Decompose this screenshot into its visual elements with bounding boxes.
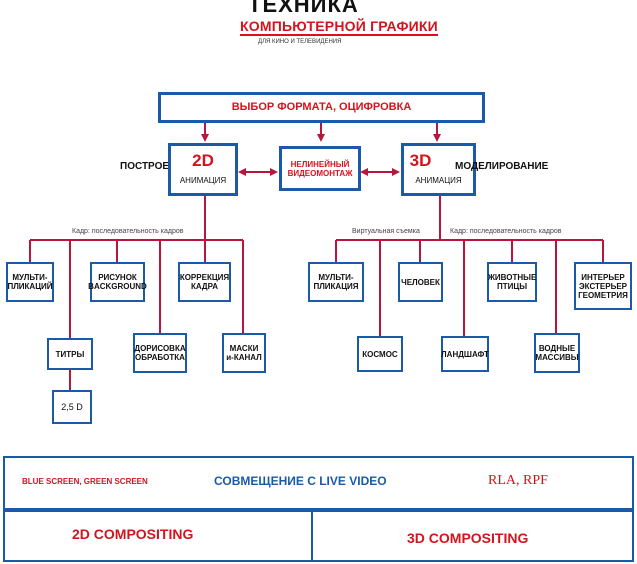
rla-label: RLA, RPF — [488, 473, 548, 488]
header-caption: ДЛЯ КИНО И ТЕЛЕВИДЕНИЯ — [258, 39, 342, 45]
compositing-3d-label: 3D COMPOSITING — [407, 530, 529, 546]
branch-3d-box: 3D АНИМАЦИЯ — [401, 143, 476, 196]
branch-2d-sub: АНИМАЦИЯ — [179, 176, 227, 185]
live-video-band — [3, 456, 634, 510]
label-virtual: Виртуальная съемка — [352, 228, 420, 235]
box-3d-interior-l3: ГЕОМЕТРИЯ — [578, 290, 628, 300]
box-3d-multi-l2: ПЛИКАЦИЯ — [313, 282, 359, 291]
box-3d-water-l2: МАССИВЫ — [535, 353, 579, 362]
nonlinear-box: НЕЛИНЕЙНЫЙ ВИДЕОМОНТАЖ — [279, 146, 361, 191]
label-left-frames: Кадр: последовательность кадров — [72, 228, 184, 235]
box-3d-interior-l2: ЭКСТЕРЬЕР — [578, 281, 628, 291]
compositing-2d-label: 2D COMPOSITING — [72, 526, 194, 542]
box-3d-animals-l1: ЖИВОТНЫЕ — [487, 273, 537, 282]
live-video-label: СОВМЕЩЕНИЕ С LIVE VIDEO — [214, 474, 387, 488]
branch-3d-big: 3D — [409, 151, 432, 170]
box-2d-masks: МАСКИ и-КАНАЛ — [222, 333, 266, 373]
box-2d-correction: КОРРЕКЦИЯ КАДРА — [178, 262, 231, 302]
box-3d-water-l1: ВОДНЫЕ — [538, 344, 576, 353]
nonlinear-line1: НЕЛИНЕЙНЫЙ — [290, 159, 350, 169]
box-3d-interior: ИНТЕРЬЕР ЭКСТЕРЬЕР ГЕОМЕТРИЯ — [574, 262, 632, 310]
box-3d-space-l1: КОСМОС — [362, 349, 398, 359]
box-3d-multi: МУЛЬТИ- ПЛИКАЦИЯ — [308, 262, 364, 302]
box-3d-space: КОСМОС — [357, 336, 403, 372]
box-3d-water: ВОДНЫЕ МАССИВЫ — [534, 333, 580, 373]
compositing-band — [3, 510, 634, 562]
box-2d-multi: МУЛЬТИ- ПЛИКАЦИЙ — [6, 262, 54, 302]
compositing-divider — [311, 510, 313, 562]
box-2d-titles: ТИТРЫ — [47, 338, 93, 370]
box-2d-correction-l1: КОРРЕКЦИЯ — [179, 273, 230, 282]
box-2d-retouch-l1: ДОРИСОВКА — [134, 344, 186, 353]
branch-3d-sub: АНИМАЦИЯ — [415, 176, 462, 185]
box-3d-landscape-l1: ЛАНДШАФТ — [441, 349, 489, 359]
box-2d-drawing-l2: BACKGROUND — [88, 282, 147, 291]
format-box-label: ВЫБОР ФОРМАТА, ОЦИФРОВКА — [231, 101, 412, 113]
box-2d-retouch: ДОРИСОВКА ОБРАБОТКА — [133, 333, 187, 373]
header-subtitle: КОМПЬЮТЕРНОЙ ГРАФИКИ — [240, 18, 438, 36]
box-3d-multi-l1: МУЛЬТИ- — [318, 273, 354, 282]
box-2d-drawing: РИСУНОК BACKGROUND — [88, 262, 147, 302]
box-3d-human: ЧЕЛОВЕК — [398, 262, 443, 302]
box-2d-masks-l1: МАСКИ — [229, 344, 259, 353]
branch-2d-big: 2D — [192, 151, 214, 170]
box-2d-multi-l2: ПЛИКАЦИЙ — [7, 282, 53, 291]
screens-label: BLUE SCREEN, GREEN SCREEN — [22, 477, 148, 486]
label-right-frames: Кадр: последовательность кадров — [450, 228, 562, 235]
box-2d-titles-l1: ТИТРЫ — [55, 349, 85, 359]
box-2d-d25-l1: 2,5 D — [61, 401, 83, 412]
box-2d-multi-l1: МУЛЬТИ- — [12, 273, 48, 282]
branch-3d-suffix: МОДЕЛИРОВАНИЕ — [455, 161, 549, 172]
branch-2d-box: 2D АНИМАЦИЯ — [168, 143, 238, 196]
box-3d-human-l1: ЧЕЛОВЕК — [401, 277, 440, 287]
header-title: ТЕХНИКА — [248, 0, 359, 17]
box-3d-landscape: ЛАНДШАФТ — [441, 336, 489, 372]
box-3d-animals-l2: ПТИЦЫ — [496, 282, 528, 291]
box-2d-drawing-l1: РИСУНОК — [98, 273, 137, 282]
box-2d-d25: 2,5 D — [52, 390, 92, 424]
box-2d-retouch-l2: ОБРАБОТКА — [135, 353, 185, 362]
format-box: ВЫБОР ФОРМАТА, ОЦИФРОВКА — [158, 92, 485, 123]
box-2d-correction-l2: КАДРА — [190, 282, 219, 291]
box-3d-interior-l1: ИНТЕРЬЕР — [581, 272, 625, 282]
branch-2d-prefix: ПОСТРОЕНИЕ — [120, 161, 191, 172]
nonlinear-line2: ВИДЕОМОНТАЖ — [287, 168, 353, 178]
box-3d-animals: ЖИВОТНЫЕ ПТИЦЫ — [487, 262, 537, 302]
box-2d-masks-l2: и-КАНАЛ — [226, 353, 262, 362]
